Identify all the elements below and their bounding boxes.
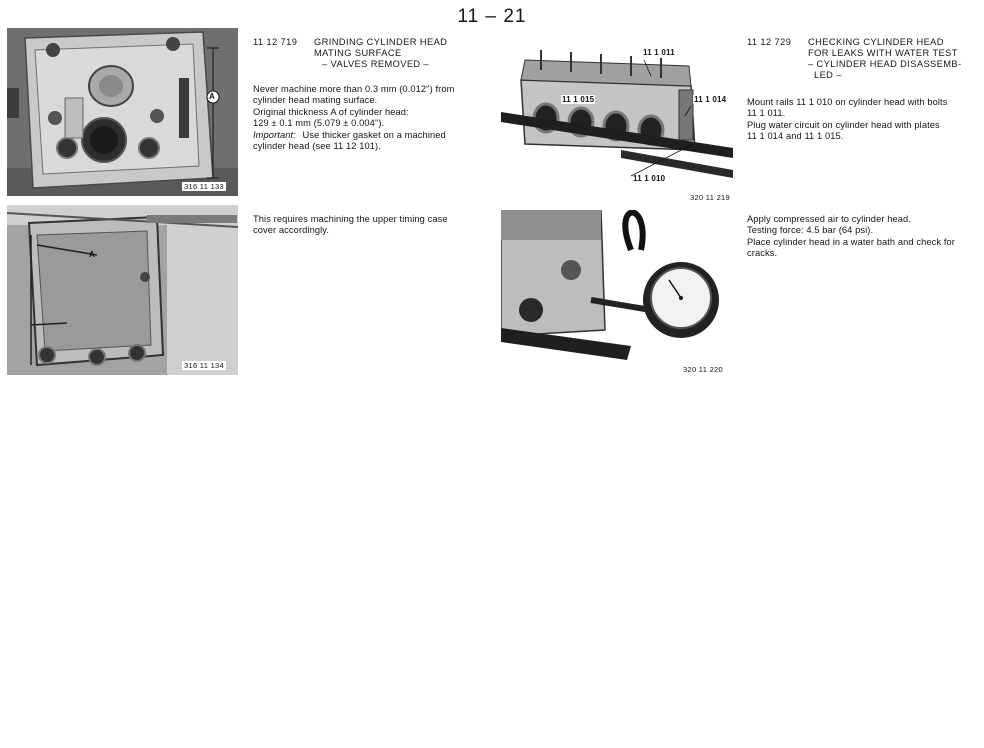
- label-11-1-011: 11 1 011: [643, 48, 675, 57]
- photo-code: 320 11 219: [690, 193, 730, 202]
- label-a: A: [209, 92, 215, 101]
- body-line: Mount rails 11 1 010 on cylinder head wi…: [747, 97, 948, 107]
- page-number: 11 – 21: [457, 6, 527, 27]
- section-body-grinding: Never machine more than 0.3 mm (0.012") …: [253, 84, 493, 152]
- photo-code: 320 11 220: [683, 365, 723, 374]
- body-line: 11 1 014 and 11 1 015.: [747, 131, 844, 142]
- important-label: Important:: [253, 129, 296, 140]
- important-note: Important: Use thicker gasket on a machi…: [253, 130, 493, 141]
- body-line: Plug water circuit on cylinder head with…: [747, 119, 940, 130]
- rails-illustration: [501, 40, 733, 190]
- photo-timing-case-cover: A 316 11 134: [7, 205, 238, 375]
- section-number: 11 12 729: [747, 37, 792, 47]
- title-line: – CYLINDER HEAD DISASSEMB-: [808, 59, 962, 69]
- title-line: GRINDING CYLINDER HEAD: [314, 37, 448, 47]
- section-body-pressure: Apply compressed air to cylinder head. T…: [747, 214, 982, 260]
- section-body-water-test: Mount rails 11 1 010 on cylinder head wi…: [747, 97, 982, 143]
- section-title: CHECKING CYLINDER HEAD FOR LEAKS WITH WA…: [808, 37, 962, 81]
- body-line: cylinder head mating surface.: [253, 95, 378, 106]
- label-a: A: [89, 250, 95, 259]
- body-line: 129 ± 0.1 mm (5.079 ± 0.004").: [253, 118, 385, 129]
- body-line: cracks.: [747, 248, 778, 259]
- photo-code: 316 11 133: [182, 182, 226, 191]
- section-body-timing-cover: This requires machining the upper timing…: [253, 214, 493, 237]
- photo-code: 316 11 134: [182, 361, 226, 370]
- body-line: cylinder head (see 11 12 101).: [253, 141, 381, 152]
- body-line: Apply compressed air to cylinder head.: [747, 214, 911, 224]
- body-line: Never machine more than 0.3 mm (0.012") …: [253, 84, 455, 94]
- body-line: Place cylinder head in a water bath and …: [747, 236, 956, 247]
- title-line: MATING SURFACE: [314, 48, 402, 58]
- section-number: 11 12 719: [253, 37, 298, 47]
- label-11-1-010: 11 1 010: [633, 174, 666, 183]
- body-line: 11 1 011.: [747, 108, 786, 119]
- title-line: FOR LEAKS WITH WATER TEST: [808, 48, 958, 58]
- photo-cylinder-head-rails: 11 1 011 11 1 015 11 1 014 11 1 010: [501, 40, 733, 190]
- label-11-1-014: 11 1 014: [693, 95, 728, 104]
- section-header-water-test: 11 12 729 CHECKING CYLINDER HEAD FOR LEA…: [747, 37, 982, 85]
- title-line: – VALVES REMOVED –: [322, 59, 430, 69]
- label-11-1-015: 11 1 015: [561, 95, 596, 104]
- title-line: LED –: [814, 70, 842, 80]
- body-line: Testing force: 4.5 bar (64 psi).: [747, 225, 874, 236]
- pressure-gauge-illustration: [501, 210, 733, 362]
- photo-pressure-test: [501, 210, 733, 362]
- section-header-grinding: 11 12 719 GRINDING CYLINDER HEAD MATING …: [253, 37, 493, 77]
- title-line: CHECKING CYLINDER HEAD: [808, 37, 944, 47]
- body-line: This requires machining the upper timing…: [253, 214, 448, 224]
- section-title: GRINDING CYLINDER HEAD MATING SURFACE – …: [314, 37, 447, 70]
- important-text: Use thicker gasket on a machined: [302, 129, 446, 140]
- cylinder-head-illustration: [7, 28, 238, 196]
- timing-cover-illustration: [7, 205, 238, 375]
- body-line: cover accordingly.: [253, 225, 330, 236]
- body-line: Original thickness A of cylinder head:: [253, 106, 409, 117]
- photo-cylinder-head-thickness: A 316 11 133: [7, 28, 238, 196]
